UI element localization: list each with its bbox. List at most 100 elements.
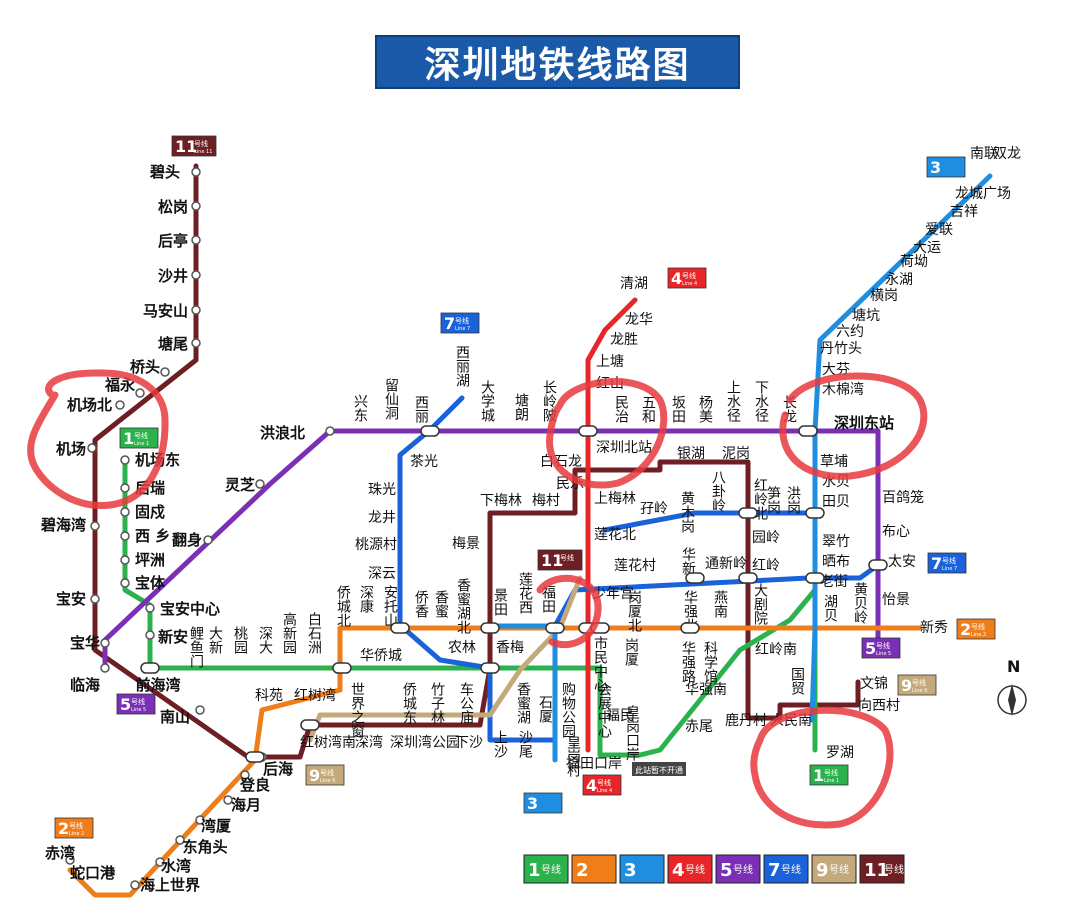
station-label-gushu[interactable]: 固戍 (135, 503, 165, 521)
station-label-chiwei[interactable]: 赤尾 (685, 719, 713, 735)
station-label-shiminzhongxin[interactable]: 市民中心 (592, 635, 608, 692)
station-label-honggang[interactable]: 洪岗 (785, 486, 801, 514)
transfer-station-6[interactable] (798, 425, 818, 437)
station-label-dongjiaotou[interactable]: 东角头 (182, 838, 227, 856)
station-label-shangsha[interactable]: 上沙 (492, 730, 508, 758)
station-dot-jichangbei[interactable] (115, 400, 125, 410)
station-dot-fanshen[interactable] (203, 535, 213, 545)
station-label-baoanzhongxin[interactable]: 宝安中心 (160, 600, 220, 618)
station-label-taian[interactable]: 太安 (888, 554, 916, 570)
transfer-station-16[interactable] (480, 622, 500, 634)
station-label-shijiezhichuang[interactable]: 世界之窗 (349, 682, 365, 738)
station-label-zilingjing[interactable]: 孖岭 (640, 501, 668, 517)
station-label-baoti[interactable]: 宝体 (135, 574, 166, 592)
station-label-lianhuacun[interactable]: 莲花村 (614, 558, 656, 574)
station-label-songgang[interactable]: 松岗 (158, 198, 188, 216)
station-label-taoyuan[interactable]: 桃园 (232, 626, 248, 654)
station-label-lianhuabei[interactable]: 莲花北 (594, 527, 636, 543)
station-label-ailian[interactable]: 爱联 (925, 222, 953, 238)
station-label-chaguang[interactable]: 茶光 (410, 454, 438, 470)
station-label-xingdong[interactable]: 兴东 (352, 394, 368, 422)
station-label-qiaoxiang[interactable]: 侨香 (413, 590, 429, 618)
station-label-kejiyuan[interactable]: 科苑 (255, 688, 283, 704)
station-label-shajing[interactable]: 沙井 (158, 267, 188, 285)
station-label-yangmei[interactable]: 杨美 (697, 395, 713, 423)
transfer-station-3[interactable] (578, 425, 598, 437)
station-label-xiangmi[interactable]: 香蜜 (433, 590, 449, 618)
station-label-xiangxicun[interactable]: 向西村 (858, 698, 900, 714)
station-label-zhuguang[interactable]: 珠光 (368, 482, 396, 498)
station-label-nanlian[interactable]: 南联 (970, 146, 998, 162)
station-dot-dongjiaotou[interactable] (175, 835, 185, 845)
station-label-kexueguan[interactable]: 科学馆 (702, 641, 718, 683)
station-label-houhai[interactable]: 后海 (263, 760, 293, 778)
transfer-station-9[interactable] (738, 572, 758, 584)
transfer-station-0[interactable] (140, 662, 160, 674)
station-label-qiaotou[interactable]: 桥头 (130, 358, 160, 376)
station-label-xiangmihu[interactable]: 香蜜湖 (515, 682, 531, 725)
station-dot-bihaiwan[interactable] (90, 521, 100, 531)
station-dot-gushu[interactable] (120, 507, 130, 517)
transfer-station-12[interactable] (390, 622, 410, 634)
transfer-station-13[interactable] (245, 751, 265, 763)
station-label-wenjin[interactable]: 文锦 (860, 675, 888, 692)
station-label-jixiang[interactable]: 吉祥 (950, 204, 978, 220)
station-label-qiaochengdong[interactable]: 侨城东 (401, 682, 417, 724)
station-label-hongshuwannan[interactable]: 红树湾南 (300, 734, 356, 751)
station-label-fuyong[interactable]: 福永 (104, 376, 136, 394)
station-label-jichangbei[interactable]: 机场北 (67, 396, 112, 414)
station-label-daxuecheng[interactable]: 大学城 (479, 380, 495, 423)
transfer-station-1[interactable] (420, 425, 440, 437)
station-label-longjing[interactable]: 龙井 (368, 510, 396, 526)
station-label-shenkang[interactable]: 深康 (358, 585, 374, 613)
station-dot-haiyue[interactable] (223, 795, 233, 805)
station-dot-shekougang[interactable] (105, 867, 115, 877)
station-label-longhua[interactable]: 龙华 (625, 312, 653, 328)
transfer-station-2[interactable] (480, 662, 500, 674)
station-label-xinxiu[interactable]: 新秀 (920, 620, 948, 636)
station-dot-bitou[interactable] (191, 167, 201, 177)
station-label-qinghu[interactable]: 清湖 (620, 276, 648, 292)
transfer-station-19[interactable] (332, 662, 352, 674)
station-label-baishizhou[interactable]: 白石洲 (306, 612, 322, 654)
station-label-gouwugongyuan[interactable]: 购物公园 (560, 682, 576, 738)
station-dot-hongnangbei[interactable] (325, 426, 335, 436)
station-label-liuyue[interactable]: 六约 (836, 324, 864, 340)
station-label-gangxiabei[interactable]: 岗厦北 (626, 590, 642, 633)
station-label-longsheng[interactable]: 龙胜 (610, 332, 638, 348)
station-label-shangtang[interactable]: 上塘 (596, 354, 624, 370)
station-label-caopu[interactable]: 草埔 (820, 454, 848, 470)
station-label-tanglang[interactable]: 塘朗 (513, 393, 529, 422)
station-label-huangbeiling[interactable]: 黄贝岭 (852, 581, 868, 624)
station-label-luohu[interactable]: 罗湖 (826, 745, 854, 761)
station-label-shenzhenbei[interactable]: 深圳北站 (596, 440, 652, 456)
station-label-nonglin[interactable]: 农林 (448, 640, 476, 656)
station-label-shenzhenwangongyuan[interactable]: 深圳湾公园 (390, 734, 460, 751)
station-label-nanshan[interactable]: 南山 (160, 708, 190, 726)
station-label-gaoxinyuan[interactable]: 高新园 (281, 611, 297, 654)
station-label-yannan[interactable]: 燕南 (712, 590, 728, 618)
station-label-dengliang[interactable]: 登良 (239, 776, 270, 794)
station-dot-houting[interactable] (191, 235, 201, 245)
transfer-station-17[interactable] (545, 622, 565, 634)
station-label-longchengguangchang[interactable]: 龙城广场 (955, 186, 1011, 202)
station-label-hongshuwan[interactable]: 红树湾 (294, 687, 336, 704)
station-label-wanxia[interactable]: 湾厦 (201, 817, 232, 835)
station-label-fanshen[interactable]: 翻身 (172, 531, 202, 549)
station-label-dajuyuan[interactable]: 大剧院 (752, 583, 768, 626)
station-label-liuxiandong[interactable]: 留仙洞 (383, 378, 399, 420)
station-label-tangwei[interactable]: 塘尾 (158, 335, 188, 353)
station-label-meijing[interactable]: 梅景 (452, 536, 480, 552)
station-dot-nanshan[interactable] (195, 705, 205, 715)
station-label-taoyuancun[interactable]: 桃源村 (355, 537, 397, 553)
station-dot-baoanzhongxin[interactable] (145, 603, 155, 613)
station-label-lianhuaxi[interactable]: 莲花西 (517, 572, 533, 614)
station-label-huaqiangnan[interactable]: 华强南 (685, 682, 727, 698)
station-label-shenzhendong-bold[interactable]: 深圳东站 (834, 414, 894, 432)
station-label-xiangmei[interactable]: 香梅 (496, 640, 524, 656)
station-dot-jichangdong[interactable] (120, 455, 130, 465)
station-dot-qiaotou[interactable] (160, 367, 170, 377)
station-label-shaibu[interactable]: 晒布 (822, 554, 850, 570)
station-label-shekougang[interactable]: 蛇口港 (70, 864, 116, 882)
station-label-lutancun[interactable]: 鹿丹村 (725, 712, 767, 729)
